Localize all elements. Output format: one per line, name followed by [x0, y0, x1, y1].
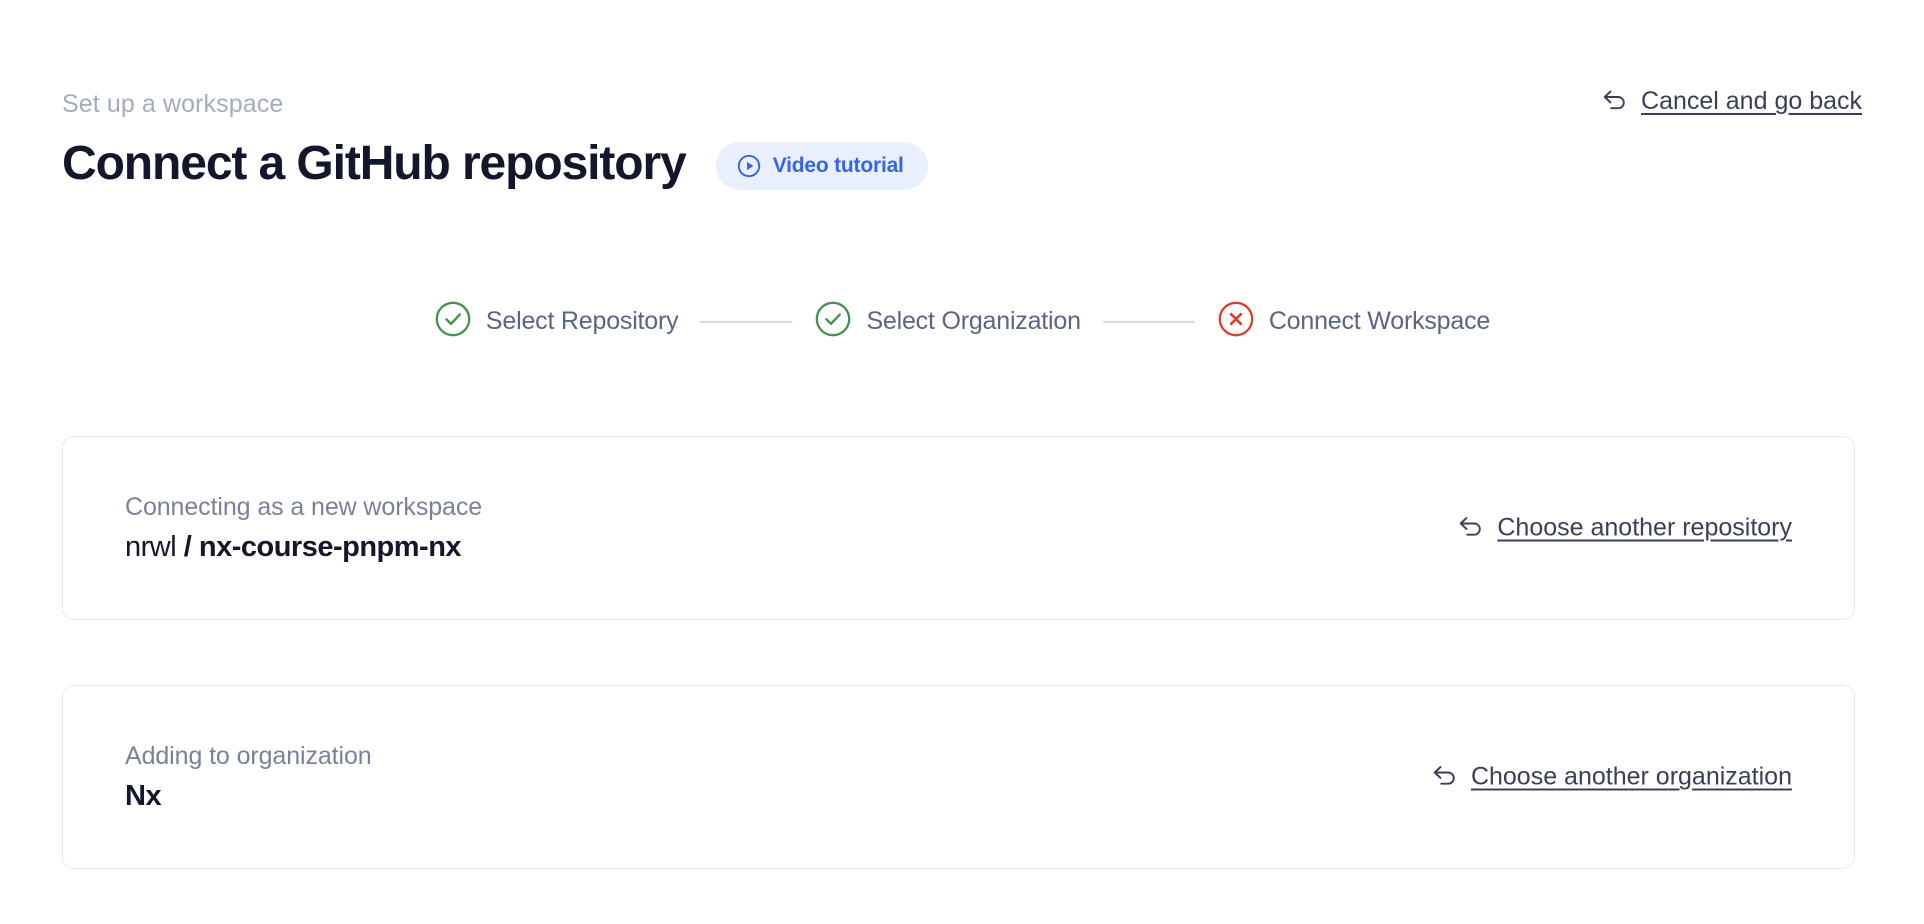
page-header: Set up a workspace Connect a GitHub repo…	[62, 88, 1862, 192]
step-connect-workspace[interactable]: Connect Workspace	[1217, 300, 1490, 343]
choose-another-organization-link[interactable]: Choose another organization	[1431, 762, 1792, 793]
progress-stepper: Select Repository Select Organization Co…	[0, 300, 1924, 343]
repository-card-value: nrwl / nx-course-pnpm-nx	[125, 530, 482, 564]
back-arrow-icon	[1457, 513, 1485, 544]
organization-card-text: Adding to organization Nx	[125, 741, 372, 813]
back-arrow-icon	[1431, 762, 1459, 793]
repository-card: Connecting as a new workspace nrwl / nx-…	[62, 436, 1855, 620]
check-circle-icon	[434, 300, 472, 343]
organization-card: Adding to organization Nx Choose another…	[62, 685, 1855, 869]
check-circle-icon	[814, 300, 852, 343]
repository-name: nx-course-pnpm-nx	[198, 531, 462, 563]
repository-card-text: Connecting as a new workspace nrwl / nx-…	[125, 492, 482, 564]
step-select-organization[interactable]: Select Organization	[814, 300, 1081, 343]
repository-separator: /	[183, 531, 192, 563]
repository-card-caption: Connecting as a new workspace	[125, 493, 483, 521]
play-circle-icon	[736, 153, 762, 179]
back-arrow-icon	[1601, 86, 1629, 117]
x-circle-icon	[1217, 300, 1255, 343]
repository-owner: nrwl	[125, 531, 177, 563]
video-tutorial-button[interactable]: Video tutorial	[715, 142, 928, 190]
video-tutorial-label: Video tutorial	[772, 154, 904, 177]
organization-card-caption: Adding to organization	[125, 742, 372, 770]
title-row: Connect a GitHub repository Video tutori…	[62, 136, 1862, 192]
choose-another-organization-label: Choose another organization	[1470, 762, 1792, 791]
organization-card-inner: Adding to organization Nx Choose another…	[63, 686, 1854, 868]
step-label: Select Organization	[866, 307, 1081, 335]
step-label: Connect Workspace	[1268, 307, 1491, 335]
step-select-repository[interactable]: Select Repository	[434, 300, 679, 343]
step-connector	[700, 320, 793, 323]
choose-another-repository-link[interactable]: Choose another repository	[1457, 513, 1792, 544]
choose-another-repository-label: Choose another repository	[1497, 513, 1792, 542]
page-title: Connect a GitHub repository	[62, 137, 687, 190]
cancel-and-go-back-label: Cancel and go back	[1641, 87, 1862, 115]
organization-name: Nx	[125, 780, 162, 812]
step-connector	[1102, 320, 1195, 323]
repository-card-inner: Connecting as a new workspace nrwl / nx-…	[63, 437, 1854, 619]
step-label: Select Repository	[485, 307, 679, 335]
breadcrumb-eyebrow: Set up a workspace	[62, 90, 284, 118]
cancel-and-go-back-link[interactable]: Cancel and go back	[1601, 86, 1862, 117]
